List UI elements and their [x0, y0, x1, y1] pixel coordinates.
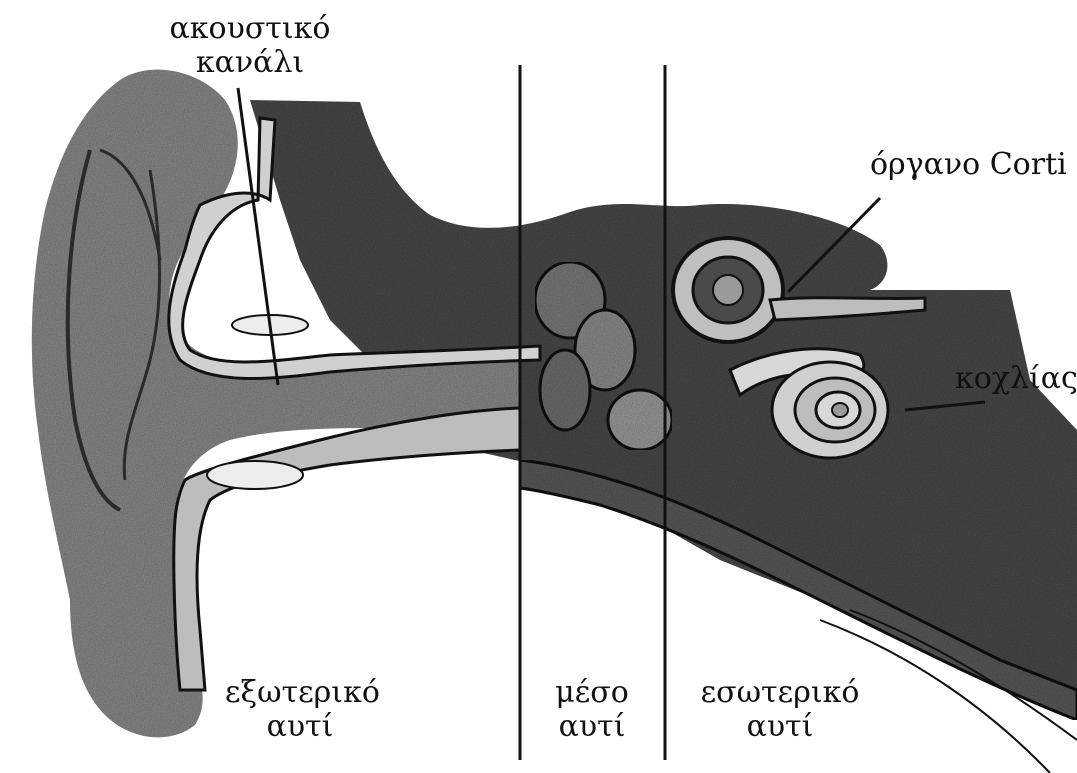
cochlea-spiral: [772, 362, 888, 458]
organ-of-corti-label: όργανο Corti: [870, 148, 1067, 182]
outer-ear-label: εξωτερικό αυτί: [225, 676, 375, 744]
middle-ear-label: μέσο αυτί: [532, 676, 652, 744]
canal-lower-tube: [174, 408, 520, 690]
canal-highlight-lower: [207, 461, 303, 489]
ear-canal-label: ακουστικό κανάλι: [160, 12, 340, 80]
cochlea-label: κοχλίας: [955, 362, 1077, 396]
inner-ear-label: εσωτερικό αυτί: [690, 676, 870, 744]
